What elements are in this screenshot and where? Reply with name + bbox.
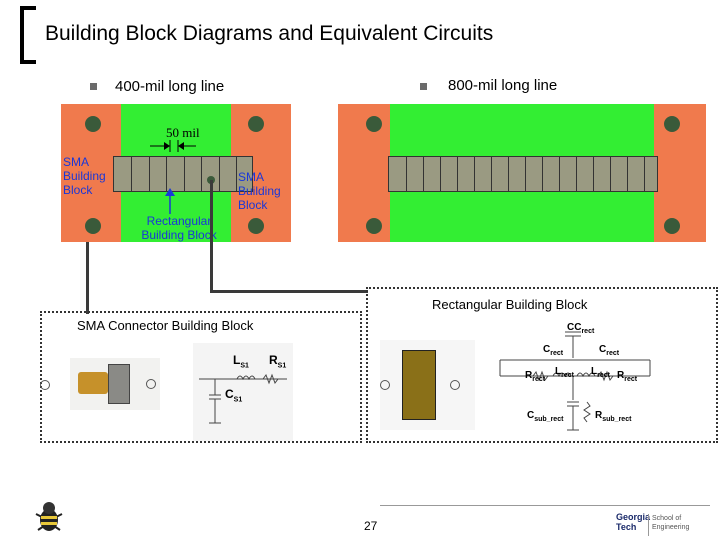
label-r-sub-rect-sub: sub_rect xyxy=(602,416,632,423)
via xyxy=(664,218,680,234)
page-number: 27 xyxy=(364,519,378,533)
label-cc-rect: CC xyxy=(567,322,582,333)
label-c-rect-left: C xyxy=(543,344,551,355)
port-circle-icon xyxy=(40,380,50,390)
label-c-rect-right: C xyxy=(599,344,607,355)
board-800mil xyxy=(338,104,706,242)
label-r-rect-left: R xyxy=(525,370,533,381)
rect-sketch xyxy=(380,340,475,430)
label-r-rect-right: R xyxy=(617,370,625,381)
port-circle-icon xyxy=(146,379,156,389)
label-ls1-sub: S1 xyxy=(240,362,249,370)
label-rs1-sub: S1 xyxy=(277,362,287,370)
rect-section-box xyxy=(366,287,718,443)
board-400mil xyxy=(61,104,291,242)
wire-sma xyxy=(86,242,89,314)
label-cc-rect-sub: rect xyxy=(581,328,595,335)
label-c-rect-right-sub: rect xyxy=(606,350,620,357)
rect-block-arrow xyxy=(165,188,175,219)
rect-block-shape xyxy=(402,350,436,420)
label-l-rect-left: L xyxy=(555,366,562,377)
label-cs1: C xyxy=(225,387,234,401)
sma-section-title: SMA Connector Building Block xyxy=(77,318,254,333)
bullet-marker xyxy=(90,83,97,90)
via xyxy=(85,116,101,132)
label-r-sub-rect: R xyxy=(595,410,603,421)
label-l-rect-right: L xyxy=(591,366,598,377)
label-ls1: L xyxy=(233,353,241,367)
sma-pad-right xyxy=(654,104,706,242)
via xyxy=(248,116,264,132)
port-circle-icon xyxy=(450,380,460,390)
sma-connector-flange xyxy=(108,364,130,404)
label-rs1: R xyxy=(269,353,278,367)
georgia-tech-logo: Georgia Tech School of Engineering xyxy=(616,512,716,538)
sma-circuit: LS1 RS1 CS1 xyxy=(193,343,293,441)
yellow-jacket-mascot-icon xyxy=(32,500,66,541)
rect-block-label: Rectangular Building Block xyxy=(141,214,217,242)
wire-rect xyxy=(210,290,368,293)
label-c-rect-left-sub: rect xyxy=(550,350,564,357)
slide-title: Building Block Diagrams and Equivalent C… xyxy=(45,22,494,45)
via xyxy=(366,218,382,234)
label-cs1-sub: S1 xyxy=(233,396,243,404)
logo-text-georgia: Georgia xyxy=(616,512,651,522)
label-r-rect-right-sub: rect xyxy=(624,376,638,383)
footer-rule xyxy=(380,505,710,506)
wire-rect xyxy=(210,180,213,292)
via xyxy=(248,218,264,234)
sma-connector-photo xyxy=(70,358,160,410)
bullet-400mil: 400-mil long line xyxy=(115,78,225,95)
line-strip-800mil xyxy=(388,156,658,192)
rect-section-title: Rectangular Building Block xyxy=(432,297,588,312)
sma-connector-body xyxy=(78,372,108,394)
label-l-rect-right-sub: rect xyxy=(597,372,610,379)
dimension-arrows xyxy=(150,139,196,153)
line-strip-400mil xyxy=(113,156,253,192)
via xyxy=(85,218,101,234)
sma-right-label: SMA Building Block xyxy=(238,170,281,212)
sma-pad-left xyxy=(338,104,390,242)
port-circle-icon xyxy=(380,380,390,390)
label-l-rect-left-sub: rect xyxy=(561,372,574,379)
logo-text-tech: Tech xyxy=(616,522,637,532)
label-c-sub-rect: C xyxy=(527,410,535,421)
dimension-label: 50 mil xyxy=(166,125,200,140)
title-bracket xyxy=(20,6,36,64)
bullet-marker xyxy=(420,83,427,90)
via xyxy=(664,116,680,132)
logo-text-school: School of xyxy=(652,515,682,522)
sma-left-label: SMA Building Block xyxy=(63,155,106,197)
logo-text-engineering: Engineering xyxy=(652,524,690,531)
sma-section-box xyxy=(40,311,362,443)
bullet-800mil: 800-mil long line xyxy=(448,77,558,94)
label-r-rect-left-sub: rect xyxy=(532,376,546,383)
label-c-sub-rect-sub: sub_rect xyxy=(534,416,564,423)
via xyxy=(366,116,382,132)
rect-circuit: CCrect Crect Crect Rrect Lrect Lrect Rre… xyxy=(495,318,655,436)
